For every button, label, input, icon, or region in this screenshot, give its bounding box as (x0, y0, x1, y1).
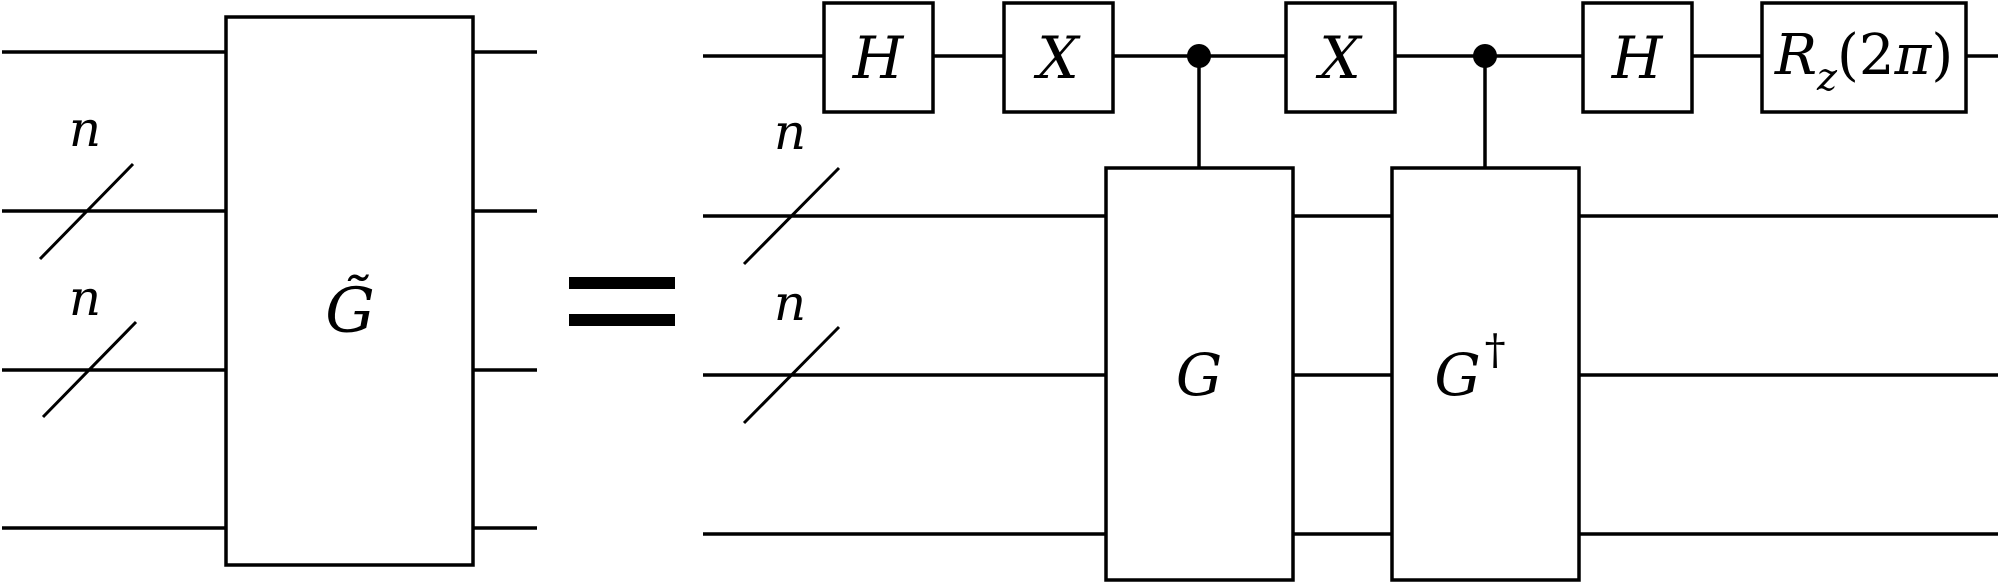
left-bundle-slash-2 (41, 320, 138, 419)
right-bundle-label-1: n (774, 103, 806, 161)
equals-sign (569, 277, 675, 326)
x-gate-2 (1284, 1, 1397, 114)
g-gate-label: G (1176, 341, 1222, 409)
g-dagger-base: G (1434, 341, 1480, 409)
right-bundle-slash-2 (742, 325, 841, 425)
rz-gate (1760, 1, 1968, 114)
g-dagger-gate-label: G† (1434, 325, 1505, 410)
x-gate-2-label: X (1315, 24, 1363, 92)
h-gate-2 (1581, 1, 1694, 114)
rz-arg-close: ) (1931, 23, 1953, 88)
g-gate (1104, 166, 1295, 582)
rz-subscript: z (1816, 55, 1838, 99)
equals-bar-top (569, 277, 675, 289)
h-gate-1-label: H (852, 24, 905, 92)
equals-bar-bottom (569, 314, 675, 326)
rz-main: R (1774, 23, 1817, 88)
left-bundle-label-2: n (69, 269, 101, 327)
g-dagger-superscript: † (1485, 325, 1506, 374)
left-bundle-slash-1 (38, 162, 135, 261)
g-tilde-gate (224, 15, 475, 567)
g-tilde-gate-label: G̃ (325, 274, 375, 347)
rz-gate-label: Rz(2π) (1774, 23, 1953, 99)
h-gate-1 (822, 1, 935, 114)
right-bundle-slash-1 (742, 166, 841, 266)
x-gate-1 (1002, 1, 1115, 114)
control-dot-g (1187, 44, 1211, 68)
x-gate-1-label: X (1033, 24, 1081, 92)
left-bundle-label-1: n (69, 100, 101, 158)
control-dot-g-dagger (1473, 44, 1497, 68)
left-circuit: n n G̃ (2, 15, 537, 567)
right-bundle-label-2: n (774, 274, 806, 332)
g-dagger-gate (1390, 166, 1581, 582)
rz-arg-pi: π (1894, 23, 1933, 88)
rz-arg-open: (2 (1837, 23, 1894, 88)
h-gate-2-label: H (1611, 24, 1664, 92)
right-circuit: n n H X G X G† H Rz(2π) (703, 1, 1998, 582)
